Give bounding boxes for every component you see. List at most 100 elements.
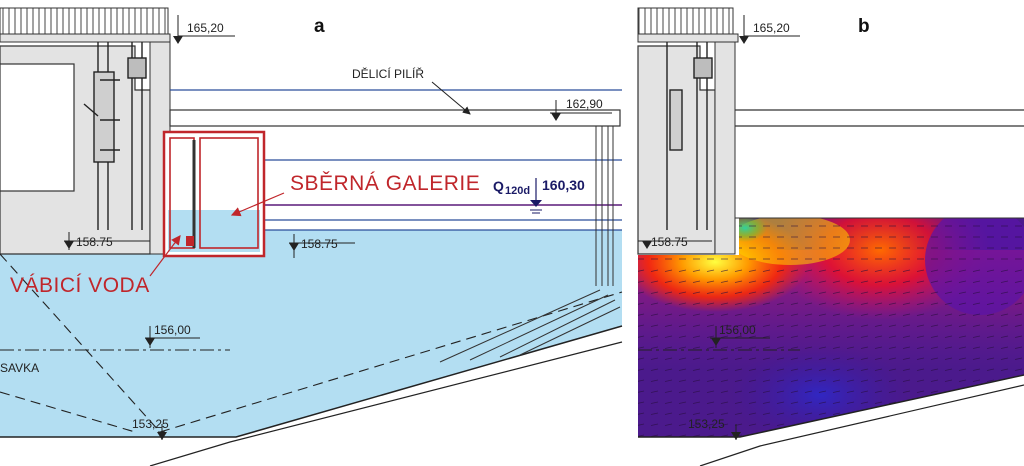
flow-vector [706,379,715,382]
flow-vector [720,335,729,338]
flow-vector [790,379,799,382]
flow-vector [888,390,897,393]
flow-vector [650,280,659,283]
flow-vector [720,324,729,327]
elev-marker-bottom: 153,25 [132,417,169,440]
flow-vector [664,357,673,360]
flow-vector [818,313,827,316]
flow-vector [762,302,771,305]
flow-vector [678,335,687,338]
flow-vector [706,269,715,272]
inner-window [0,63,75,192]
flow-vector [706,324,715,327]
flow-vector [832,324,841,327]
flow-vector [972,280,981,283]
flow-vector [650,302,659,305]
flow-vector [860,280,869,283]
flow-vector [638,291,645,294]
flow-vector [762,379,771,382]
flow-vector [748,313,757,316]
flow-vector [776,335,785,338]
attract-label: VÁBICÍ VODA [10,274,150,297]
flow-vector [916,357,925,360]
elev-pier-label: 162,90 [566,97,603,111]
b-elev-top-label: 165,20 [753,21,790,35]
flow-vector [860,269,869,272]
flow-vector [930,368,939,371]
flow-vector [692,390,701,393]
flow-vector [888,368,897,371]
flow-vector [804,379,813,382]
flow-vector [860,346,869,349]
flow-vector [678,390,687,393]
flow-vector [650,335,659,338]
flow-vector [706,280,715,283]
flow-vector [958,357,967,360]
flow-vector [790,390,799,393]
flow-vector [776,368,785,371]
flow-vector [944,313,953,316]
flow-vector [846,269,855,272]
flow-vector [638,368,645,371]
flow-vector [902,379,911,382]
flow-vector [832,379,841,382]
flow-vector [762,324,771,327]
flow-vector [944,335,953,338]
flow-vector [1000,368,1009,371]
flow-vector [720,280,729,283]
flow-vector [930,269,939,272]
flow-vector [678,401,687,404]
flow-vector [846,324,855,327]
flow-vector [762,313,771,316]
flow-vector [846,335,855,338]
flow-vector [720,346,729,349]
flow-vector [638,390,645,393]
flow-vector [734,324,743,327]
flow-vector [986,291,995,294]
flow-vector [986,357,995,360]
flow-vector [790,324,799,327]
flow-vector [790,412,799,415]
flow-vector [650,401,659,404]
flow-vector [986,302,995,305]
flow-vector [846,313,855,316]
flow-vector [916,379,925,382]
flow-vector [860,335,869,338]
flow-vector [832,302,841,305]
flow-vector [972,269,981,272]
flow-vector [874,280,883,283]
elev-marker-right: 158.75 [289,234,355,258]
flow-vector [650,269,659,272]
flow-vector [1014,291,1023,294]
flow-vector [860,324,869,327]
flow-vector [972,324,981,327]
flow-vector [748,280,757,283]
q-label: Q [493,178,504,194]
flow-vector [818,412,827,415]
flow-vector [818,379,827,382]
flow-vector [944,324,953,327]
flow-vector [832,401,841,404]
flow-vector [664,269,673,272]
panel-b-letter: b [858,16,870,37]
flow-vector [720,412,729,415]
flow-vector [1000,324,1009,327]
flow-vector [818,302,827,305]
flow-vector [846,346,855,349]
elev-marker-pier: 162,90 [550,97,612,121]
flow-vector [776,324,785,327]
flow-vector [832,346,841,349]
flow-vector [650,423,659,426]
flow-vector [902,280,911,283]
flow-vector [678,280,687,283]
flow-vector [692,379,701,382]
flow-vector [874,401,883,404]
flow-vector [762,291,771,294]
flow-vector [638,346,645,349]
flow-vector [720,368,729,371]
flow-vector [1000,302,1009,305]
flow-vector [860,313,869,316]
b-elev-marker-left: 158.75 [638,235,712,249]
pier-label: DĚLICÍ PILÍŘ [352,66,424,81]
flow-vector [706,401,715,404]
